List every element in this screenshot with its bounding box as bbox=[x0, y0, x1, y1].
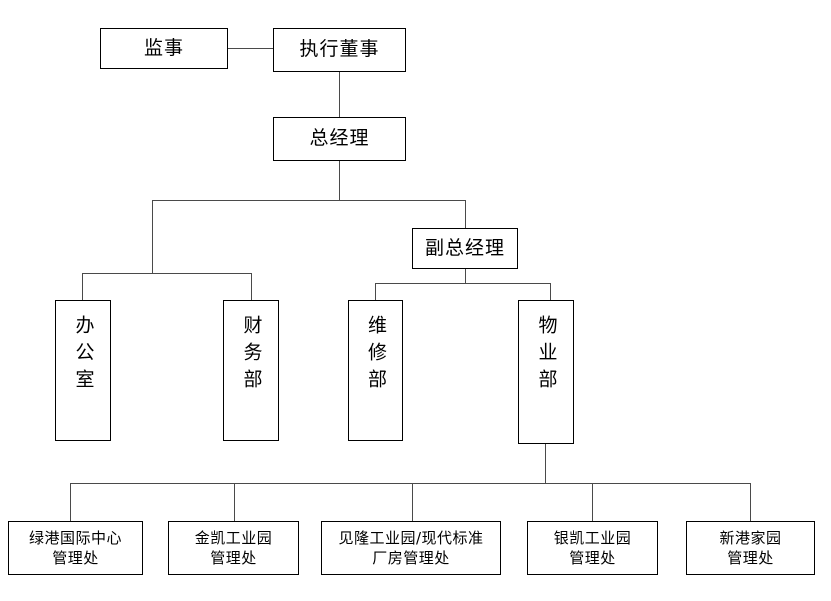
node-executive-director[interactable]: 执行董事 bbox=[273, 28, 406, 72]
connector-gm-bus-right-drop bbox=[465, 200, 466, 228]
node-property-dept[interactable]: 物业部 bbox=[518, 300, 574, 444]
node-management-office-1[interactable]: 绿港国际中心 管理处 bbox=[8, 521, 143, 575]
node-management-office-5[interactable]: 新港家园 管理处 bbox=[686, 521, 815, 575]
node-office-label: 办公室 bbox=[72, 315, 95, 396]
node-maintenance-dept[interactable]: 维修部 bbox=[348, 300, 403, 441]
node-supervisor[interactable]: 监事 bbox=[100, 28, 228, 69]
connector-property-dropline bbox=[550, 283, 551, 300]
connector-office-3-dropline bbox=[412, 483, 413, 521]
connector-property-to-bottom-bus bbox=[545, 443, 546, 484]
connector-gm-bus-left-drop bbox=[152, 200, 153, 273]
connector-deputy-bus bbox=[375, 283, 551, 284]
node-general-manager[interactable]: 总经理 bbox=[273, 117, 406, 161]
node-maintenance-dept-label: 维修部 bbox=[365, 315, 387, 396]
connector-left-branch-bus bbox=[82, 273, 252, 274]
node-management-office-4-label: 银凯工业园 管理处 bbox=[553, 528, 632, 567]
node-management-office-4[interactable]: 银凯工业园 管理处 bbox=[527, 521, 658, 575]
node-deputy-general-manager[interactable]: 副总经理 bbox=[412, 228, 518, 269]
node-management-office-3[interactable]: 见隆工业园/现代标准 厂房管理处 bbox=[321, 521, 501, 575]
node-management-office-2[interactable]: 金凯工业园 管理处 bbox=[168, 521, 299, 575]
connector-deputy-dropline bbox=[465, 268, 466, 284]
connector-supervisor-to-executive bbox=[228, 48, 273, 49]
connector-office-dropline bbox=[82, 273, 83, 300]
node-general-manager-label: 总经理 bbox=[309, 127, 370, 150]
connector-gm-bus bbox=[152, 200, 466, 201]
connector-finance-dropline bbox=[251, 273, 252, 300]
node-executive-director-label: 执行董事 bbox=[299, 38, 380, 61]
connector-bottom-bus bbox=[70, 483, 751, 484]
node-finance-dept-label: 财务部 bbox=[240, 315, 263, 396]
connector-gm-dropline bbox=[339, 160, 340, 201]
node-office[interactable]: 办公室 bbox=[55, 300, 111, 441]
node-property-dept-label: 物业部 bbox=[535, 315, 558, 396]
node-supervisor-label: 监事 bbox=[143, 36, 184, 59]
connector-office-5-dropline bbox=[750, 483, 751, 521]
node-finance-dept[interactable]: 财务部 bbox=[223, 300, 279, 441]
connector-office-4-dropline bbox=[592, 483, 593, 521]
connector-maintenance-dropline bbox=[375, 283, 376, 300]
node-management-office-1-label: 绿港国际中心 管理处 bbox=[28, 528, 122, 567]
node-management-office-5-label: 新港家园 管理处 bbox=[719, 528, 782, 567]
connector-office-1-dropline bbox=[70, 483, 71, 521]
node-management-office-3-label: 见隆工业园/现代标准 厂房管理处 bbox=[338, 528, 484, 567]
connector-office-2-dropline bbox=[234, 483, 235, 521]
node-deputy-general-manager-label: 副总经理 bbox=[424, 236, 505, 259]
connector-executive-to-gm bbox=[339, 72, 340, 117]
node-management-office-2-label: 金凯工业园 管理处 bbox=[194, 528, 273, 567]
